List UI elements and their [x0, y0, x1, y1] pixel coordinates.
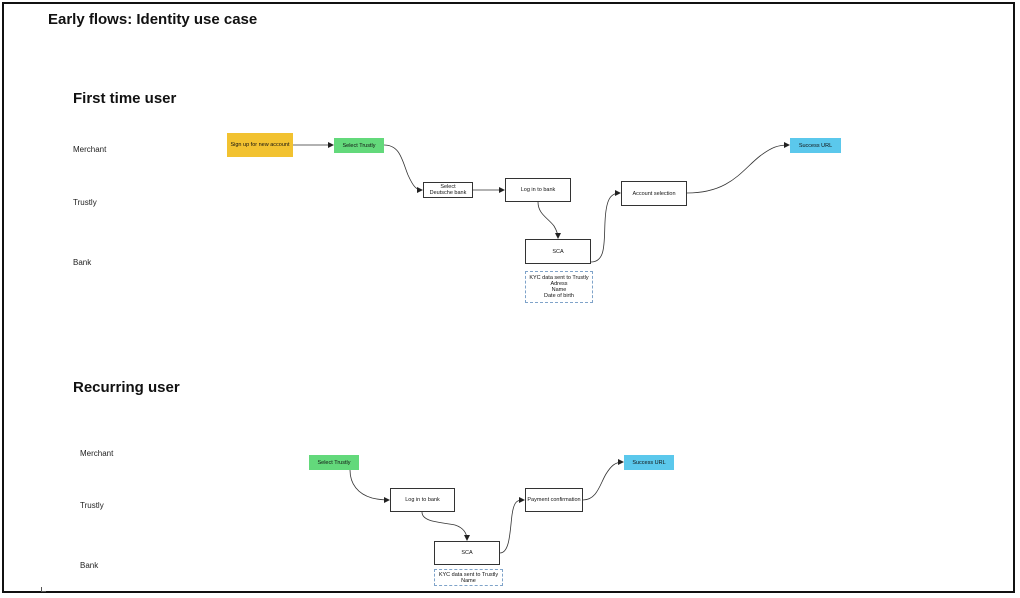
- node-success-url[interactable]: Success URL: [790, 138, 841, 153]
- kyc-note-line: Date of birth: [544, 293, 574, 299]
- node-success-url[interactable]: Success URL: [624, 455, 674, 470]
- kyc-note: KYC data sent to Trustly Adress Name Dat…: [525, 271, 593, 303]
- node-payment-confirmation[interactable]: Payment confirmation: [525, 488, 583, 512]
- node-log-in-to-bank[interactable]: Log in to bank: [390, 488, 455, 512]
- lane-label-bank: Bank: [73, 258, 92, 267]
- section-title-recurring-user: Recurring user: [73, 379, 180, 396]
- node-select-trustly[interactable]: Select Trustly: [334, 138, 384, 153]
- section-title-first-time-user: First time user: [73, 90, 177, 107]
- node-sca[interactable]: SCA: [434, 541, 500, 565]
- node-log-in-to-bank[interactable]: Log in to bank: [505, 178, 571, 202]
- lane-label-trustly: Trustly: [73, 198, 97, 207]
- kyc-note-line: Name: [461, 577, 476, 584]
- node-select-deutsche-bank[interactable]: Select Deutsche bank: [423, 182, 473, 198]
- node-sign-up[interactable]: Sign up for new account: [227, 133, 293, 157]
- node-account-selection[interactable]: Account selection: [621, 181, 687, 206]
- page-title: Early flows: Identity use case: [48, 11, 258, 28]
- kyc-note-line: Name: [551, 287, 567, 293]
- node-select-trustly[interactable]: Select Trustly: [309, 455, 359, 470]
- corner-mark: [41, 587, 46, 592]
- lane-label-merchant: Merchant: [80, 449, 114, 458]
- node-sca[interactable]: SCA: [525, 239, 591, 264]
- kyc-note-line: KYC data sent to Trustly: [438, 571, 499, 578]
- lane-label-bank: Bank: [80, 561, 99, 570]
- lane-label-merchant: Merchant: [73, 145, 107, 154]
- kyc-note-line: Adress: [550, 281, 568, 287]
- kyc-note-line: KYC data sent to Trustly: [529, 275, 589, 281]
- kyc-note: KYC data sent to Trustly Name: [434, 569, 503, 586]
- lane-label-trustly: Trustly: [80, 501, 104, 510]
